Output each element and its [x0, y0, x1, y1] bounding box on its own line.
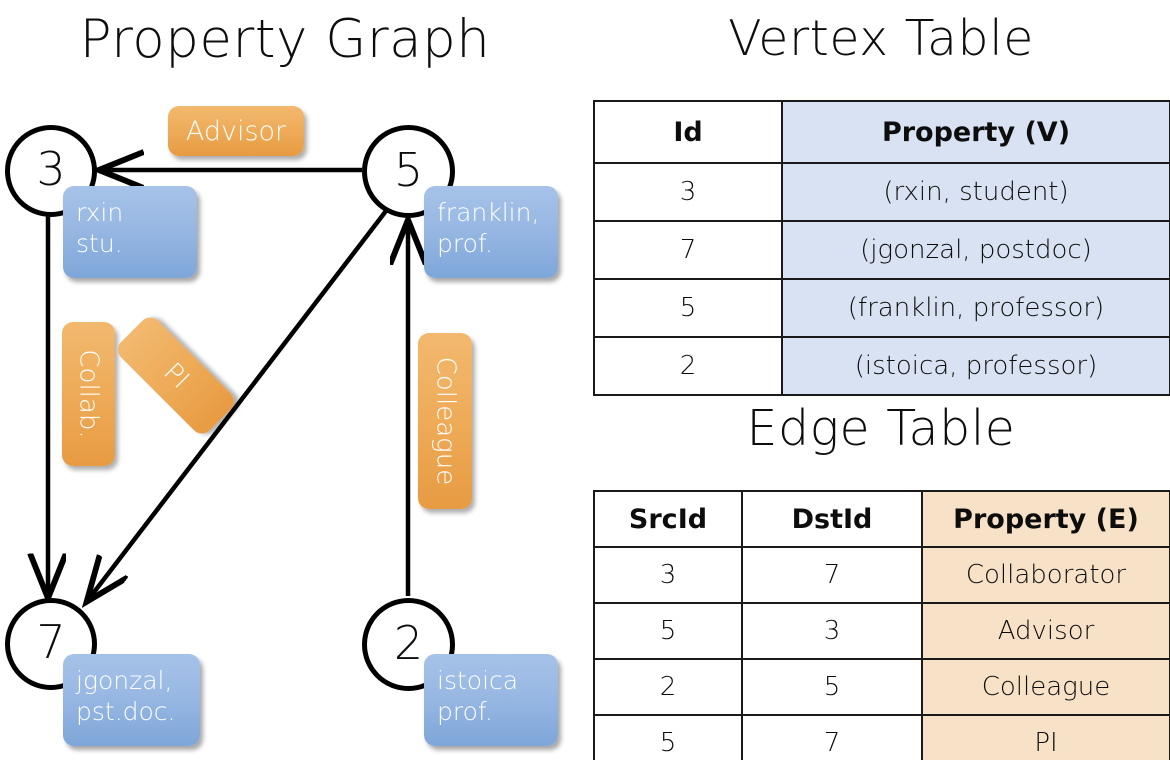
edge-row-0-property: Collaborator: [921, 546, 1170, 604]
edge-row-3-dst: 7: [741, 714, 923, 760]
edge-label-advisor-text: Advisor: [185, 115, 287, 147]
page-title-property-graph: Property Graph: [79, 9, 491, 70]
edge-row-3-property: PI: [921, 714, 1170, 760]
graph-node-5[interactable]: 5: [362, 125, 455, 218]
vertex-row-2-property: (franklin, professor): [781, 278, 1170, 338]
graph-node-2-id: 2: [393, 615, 424, 670]
page-title-vertex-table: Vertex Table: [728, 10, 1034, 67]
property-graph-panel: Property Graph 3 rxin stu.: [0, 0, 585, 760]
vertex-table-header-row: Id Property (V): [593, 100, 1170, 164]
vertex-row-0-id: 3: [593, 162, 783, 222]
vertex-row-2-id: 5: [593, 278, 783, 338]
graph-node-7-property-box: jgonzal, pst.doc.: [63, 654, 200, 746]
edge-table: SrcId DstId Property (E) 3 7 Collaborato…: [593, 490, 1170, 760]
edge-label-colleague-text: Colleague: [430, 356, 461, 486]
graph-node-3-property-line-1: rxin: [76, 198, 124, 227]
graph-node-7-property-line-1: jgonzal,: [76, 666, 173, 695]
graph-node-5-id: 5: [393, 142, 424, 197]
page-title-edge-table: Edge Table: [746, 400, 1016, 457]
edge-row-2-property: Colleague: [921, 658, 1170, 716]
graph-node-2-property-line-1: istoica: [437, 666, 519, 695]
edge-row-0-dst: 7: [741, 546, 923, 604]
table-row[interactable]: 5 (franklin, professor): [593, 278, 1170, 338]
graph-node-3-property-line-2: stu.: [76, 229, 123, 258]
vertex-table-header-property: Property (V): [781, 100, 1170, 164]
graph-node-7-id: 7: [36, 615, 66, 669]
edge-label-collab: Collab.: [62, 322, 115, 466]
graph-node-2-property-line-2: prof.: [437, 697, 493, 726]
edge-table-header-dstid: DstId: [741, 490, 923, 548]
graph-node-3-id: 3: [36, 142, 66, 196]
edge-label-pi-text: PI: [157, 356, 195, 395]
graph-node-2[interactable]: 2: [362, 598, 455, 691]
edge-table-header-property: Property (E): [921, 490, 1170, 548]
graph-node-5-property-line-2: prof.: [437, 229, 493, 258]
graph-node-5-property-line-1: franklin,: [437, 198, 540, 227]
edge-row-1-src: 5: [593, 602, 743, 660]
vertex-row-1-id: 7: [593, 220, 783, 280]
edge-table-header-srcid: SrcId: [593, 490, 743, 548]
table-row[interactable]: 3 7 Collaborator: [593, 546, 1170, 604]
vertex-table: Id Property (V) 3 (rxin, student) 7 (jgo…: [593, 100, 1170, 396]
vertex-table-header-id: Id: [593, 100, 783, 164]
edge-row-0-src: 3: [593, 546, 743, 604]
graph-edges-layer: [0, 0, 585, 760]
vertex-row-3-id: 2: [593, 336, 783, 396]
edge-row-1-property: Advisor: [921, 602, 1170, 660]
graph-node-5-property-box: franklin, prof.: [424, 186, 558, 278]
vertex-row-1-property: (jgonzal, postdoc): [781, 220, 1170, 280]
edge-row-2-dst: 5: [741, 658, 923, 716]
vertex-row-0-property: (rxin, student): [781, 162, 1170, 222]
edge-row-1-dst: 3: [741, 602, 923, 660]
table-row[interactable]: 3 (rxin, student): [593, 162, 1170, 222]
edge-row-3-src: 5: [593, 714, 743, 760]
edge-label-collab-text: Collab.: [73, 349, 104, 439]
table-row[interactable]: 5 7 PI: [593, 714, 1170, 760]
graph-node-7-property-line-2: pst.doc.: [76, 697, 176, 726]
graph-node-3-property-box: rxin stu.: [63, 186, 197, 278]
edge-row-2-src: 2: [593, 658, 743, 716]
table-row[interactable]: 2 (istoica, professor): [593, 336, 1170, 396]
table-row[interactable]: 7 (jgonzal, postdoc): [593, 220, 1170, 280]
edge-5-to-7-pi: [88, 205, 391, 600]
edge-label-colleague: Colleague: [418, 333, 472, 509]
graph-node-2-property-box: istoica prof.: [424, 654, 558, 746]
table-row[interactable]: 2 5 Colleague: [593, 658, 1170, 716]
edge-table-header-row: SrcId DstId Property (E): [593, 490, 1170, 548]
table-row[interactable]: 5 3 Advisor: [593, 602, 1170, 660]
edge-label-advisor: Advisor: [168, 106, 304, 156]
vertex-row-3-property: (istoica, professor): [781, 336, 1170, 396]
